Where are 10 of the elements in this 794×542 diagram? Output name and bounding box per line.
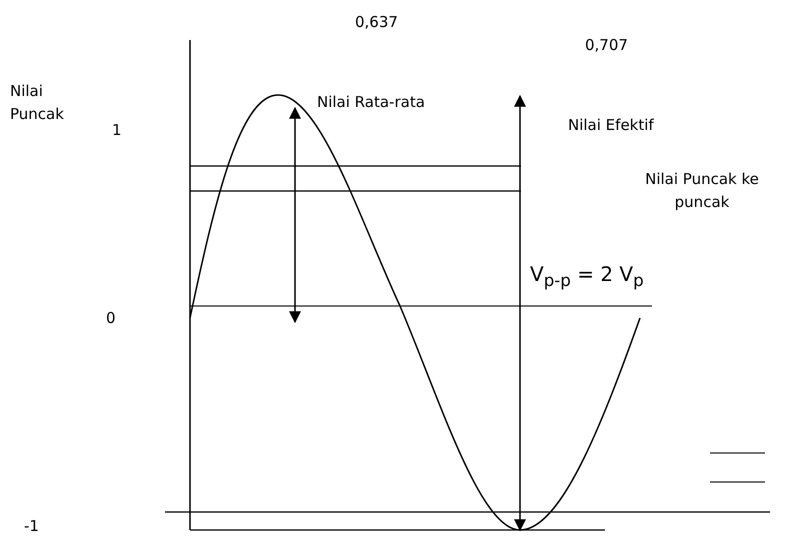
axis-label: Nilai Puncak <box>10 81 65 125</box>
value-label: Nilai Rata-rata <box>317 92 425 112</box>
value-label: Nilai Puncak ke puncak <box>644 169 760 213</box>
value-label: 0,707 <box>585 35 628 55</box>
tick-label: -1 <box>24 516 39 536</box>
tick-label: 1 <box>112 120 122 140</box>
value-label: 0,637 <box>355 12 398 32</box>
tick-label: 0 <box>106 308 116 328</box>
value-label: Nilai Efektif <box>568 115 654 135</box>
formula-label: V$_{p-p}$ = 2 V$_{p}$ <box>530 261 644 292</box>
